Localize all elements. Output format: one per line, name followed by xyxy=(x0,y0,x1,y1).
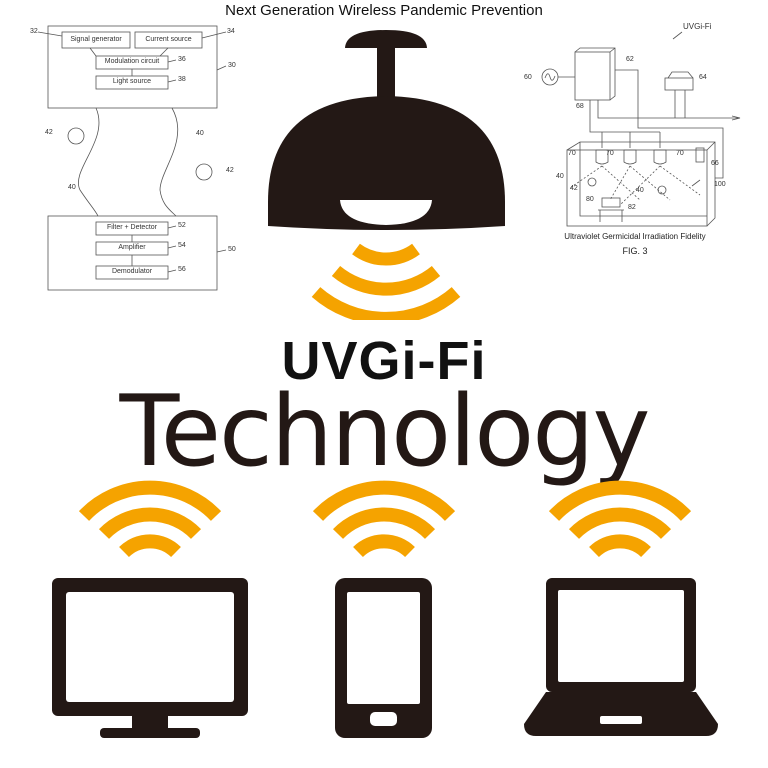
laptop-icon xyxy=(524,578,718,736)
receiver-box xyxy=(47,215,218,291)
amplifier-label: Amplifier xyxy=(118,244,146,251)
panel-icon xyxy=(695,147,705,163)
ref-66: 66 xyxy=(711,160,719,167)
desktop-monitor-icon xyxy=(52,578,248,738)
ref-70: 70 xyxy=(606,150,614,157)
ref-40: 40 xyxy=(556,173,564,180)
ref-60: 60 xyxy=(524,74,532,81)
ref-40: 40 xyxy=(196,130,204,137)
figure-caption: Ultraviolet Germicidal Irradiation Fidel… xyxy=(564,232,706,241)
filter-detector-label: Filter + Detector xyxy=(107,224,157,231)
smartphone-icon xyxy=(335,578,432,738)
lamp-stem xyxy=(377,46,395,102)
brand-title: UVGi-Fi xyxy=(281,331,487,391)
lamp-bulb xyxy=(340,200,432,225)
broadcast-wifi-icon xyxy=(311,243,461,320)
laptop-wifi-icon xyxy=(554,488,686,552)
room-box xyxy=(566,149,708,227)
pathogen-icon xyxy=(587,177,597,187)
ref-70: 70 xyxy=(676,150,684,157)
ref-64: 64 xyxy=(699,74,707,81)
ref-100: 100 xyxy=(714,181,726,188)
lamp-shade xyxy=(268,96,505,230)
transmitter-box xyxy=(47,25,218,109)
laptop-icon xyxy=(601,197,621,208)
phone-wifi-icon xyxy=(318,488,450,552)
ref-40: 40 xyxy=(636,187,644,194)
ceiling-lamp-graphic xyxy=(268,30,505,320)
ref-70: 70 xyxy=(568,150,576,157)
uv-lamps xyxy=(595,149,667,165)
current-source-block xyxy=(134,31,203,49)
devices-graphic xyxy=(52,480,718,738)
ref-42: 42 xyxy=(570,185,578,192)
demodulator-label: Demodulator xyxy=(111,268,153,275)
ref-68: 68 xyxy=(576,103,584,110)
pathogen-icon xyxy=(657,185,667,195)
ref-30: 30 xyxy=(228,62,236,69)
ref-82: 82 xyxy=(628,204,636,211)
ref-50: 50 xyxy=(228,246,236,253)
ref-40: 40 xyxy=(68,184,76,191)
ref-80: 80 xyxy=(586,196,594,203)
uvgifi-label: UVGi-Fi xyxy=(683,22,712,31)
modulation-circuit-label: Modulation circuit xyxy=(104,58,160,65)
ref-38: 38 xyxy=(178,76,186,83)
lamp-canopy xyxy=(345,30,427,48)
ref-56: 56 xyxy=(178,266,186,273)
ref-54: 54 xyxy=(178,242,186,249)
router-icon xyxy=(664,77,694,91)
ref-42: 42 xyxy=(45,129,53,136)
ref-32: 32 xyxy=(30,28,38,35)
ref-52: 52 xyxy=(178,222,186,229)
light-source-label: Light source xyxy=(112,78,152,85)
signal-wave-right xyxy=(159,107,179,217)
ref-42: 42 xyxy=(226,167,234,174)
monitor-wifi-icon xyxy=(84,488,216,552)
signal-generator-label: Signal generator xyxy=(70,36,122,43)
ref-62: 62 xyxy=(626,56,634,63)
ref-34: 34 xyxy=(227,28,235,35)
current-source-label: Current source xyxy=(145,36,192,43)
signal-generator-block xyxy=(61,31,131,49)
left-patent-diagram xyxy=(37,25,227,291)
figure-number: FIG. 3 xyxy=(622,246,648,256)
technology-title: Technology xyxy=(119,375,651,489)
controller-box xyxy=(574,51,611,101)
pathogen-icon xyxy=(67,127,85,145)
ref-36: 36 xyxy=(178,56,186,63)
right-patent-diagram xyxy=(541,31,741,227)
signal-wave-left xyxy=(78,107,100,217)
pathogen-icon xyxy=(195,163,213,181)
headline: Next Generation Wireless Pandemic Preven… xyxy=(225,2,543,19)
